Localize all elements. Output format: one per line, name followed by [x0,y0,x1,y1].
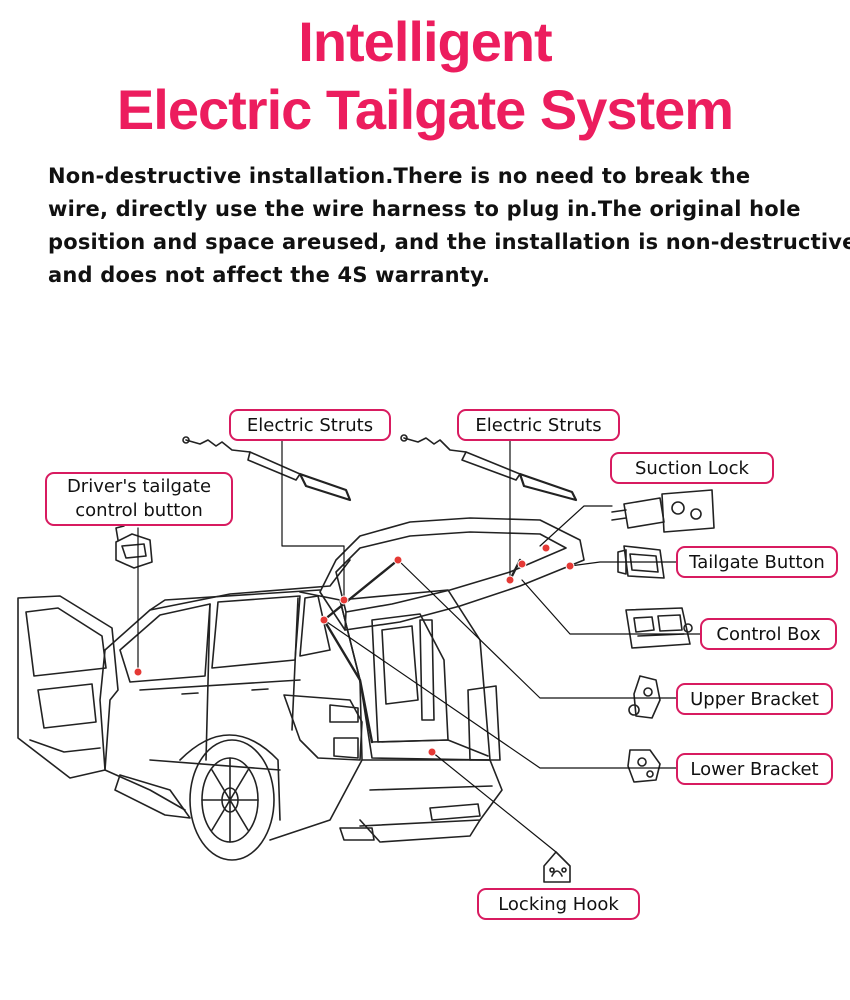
suction-lock-part [611,489,715,533]
label-locking-hook: Locking Hook [477,888,640,920]
label-driver-line-2: control button [75,500,203,521]
title-line-2: Electric Tailgate System [116,78,734,141]
description-line: wire, directly use the wire harness to p… [48,197,801,221]
title-line-1: Intelligent [298,10,552,73]
description: Non-destructive installation.There is no… [48,160,850,292]
label-driver-line-1: Driver's tailgate [66,476,212,497]
open-tailgate [319,517,585,631]
label-upper-bracket: Upper Bracket [676,683,833,715]
description-line: position and space areused, and the inst… [48,230,850,254]
label-tailgate-button: Tailgate Button [676,546,838,578]
description-line: and does not affect the 4S warranty. [48,263,491,287]
label-driver-tailgate-button: Driver's tailgate control button [45,472,233,526]
upper-bracket-part [628,675,661,719]
rear-wheel [179,734,281,861]
lower-bracket-part [627,749,661,783]
leader-lines [137,437,701,853]
label-electric-struts-left: Electric Struts [229,409,391,441]
control-box-part [625,607,693,649]
label-suction-lock: Suction Lock [610,452,774,484]
tailgate-button-part [617,545,665,579]
label-control-box: Control Box [700,618,837,650]
label-lower-bracket: Lower Bracket [676,753,833,785]
electric-strut-left [182,436,352,502]
electric-strut-right [400,434,578,502]
description-line: Non-destructive installation.There is no… [48,164,751,188]
connection-dots [133,543,575,757]
locking-hook-part [543,851,571,883]
driver-button-part [115,525,153,569]
label-electric-struts-right: Electric Struts [457,409,620,441]
